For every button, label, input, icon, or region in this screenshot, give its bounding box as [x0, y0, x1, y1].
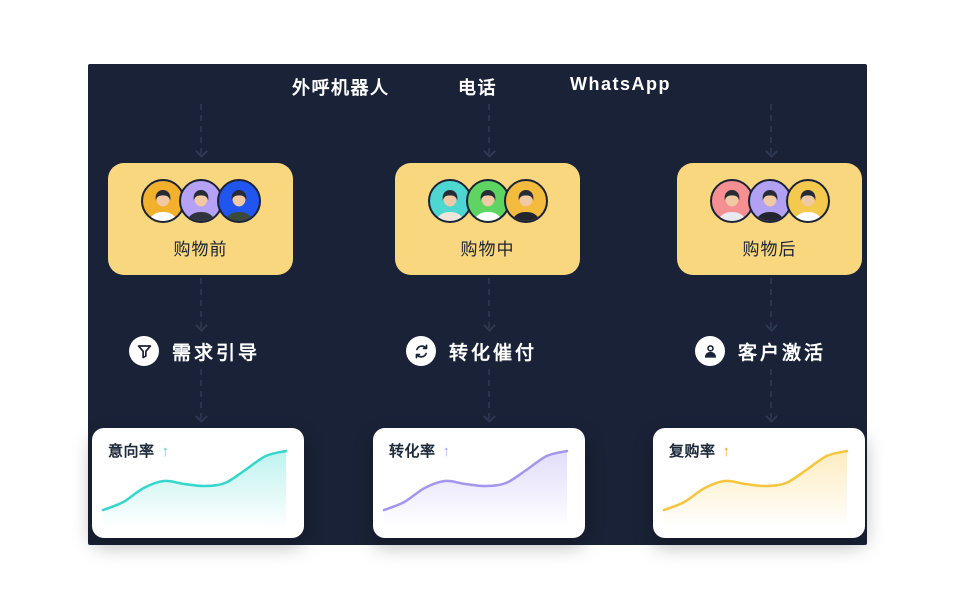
avatar	[709, 179, 754, 223]
feature-label: 客户激活	[738, 342, 827, 364]
funnel-icon	[129, 336, 159, 366]
flow-connector	[200, 369, 202, 419]
metric-title: 意向率 ↑	[108, 440, 169, 461]
feature-conversion-payment: 转化催付	[406, 336, 537, 366]
stage-card-after-shopping: 购物后	[677, 163, 862, 275]
feature-label: 需求引导	[172, 342, 261, 364]
avatar-group	[709, 179, 830, 223]
avatar	[216, 179, 261, 223]
feature-customer-activation: 客户激活	[695, 336, 826, 366]
metric-title: 复购率 ↑	[669, 440, 730, 461]
flow-connector	[488, 278, 490, 328]
feature-demand-guidance: 需求引导	[129, 336, 260, 366]
person-icon	[695, 336, 725, 366]
trend-up-arrow: ↑	[161, 443, 170, 460]
dark-panel: 外呼机器人 电话 WhatsApp 购物前 购物中 购物后	[88, 64, 867, 545]
flow-connector	[488, 369, 490, 419]
metric-card-intent-rate: 意向率 ↑	[92, 428, 304, 538]
flow-connector	[770, 104, 772, 154]
avatar	[785, 179, 830, 223]
metric-title: 转化率 ↑	[389, 440, 450, 461]
avatar	[503, 179, 548, 223]
metric-label: 转化率	[389, 443, 436, 460]
flow-connector	[770, 278, 772, 328]
stage-label: 购物中	[460, 240, 515, 259]
stage-card-before-shopping: 购物前	[108, 163, 293, 275]
channel-label-robot: 外呼机器人	[292, 78, 390, 98]
metric-card-conversion-rate: 转化率 ↑	[373, 428, 585, 538]
stage-card-during-shopping: 购物中	[395, 163, 580, 275]
avatar	[427, 179, 472, 223]
avatar	[465, 179, 510, 223]
metric-label: 意向率	[108, 443, 155, 460]
avatar	[747, 179, 792, 223]
avatar	[178, 179, 223, 223]
flow-connector	[770, 369, 772, 419]
metric-card-repurchase-rate: 复购率 ↑	[653, 428, 865, 538]
channel-label-phone: 电话	[458, 78, 497, 98]
sparkline-chart	[382, 449, 569, 524]
channel-label-whatsapp: WhatsApp	[570, 74, 671, 94]
avatar-group	[427, 179, 548, 223]
trend-up-arrow: ↑	[722, 443, 731, 460]
refresh-icon	[406, 336, 436, 366]
sparkline-chart	[662, 449, 849, 524]
avatar	[140, 179, 185, 223]
metric-label: 复购率	[669, 443, 716, 460]
flow-connector	[200, 104, 202, 154]
trend-up-arrow: ↑	[442, 443, 451, 460]
stage-label: 购物前	[173, 240, 228, 259]
sparkline-chart	[101, 449, 288, 524]
flow-connector	[200, 278, 202, 328]
avatar-group	[140, 179, 261, 223]
flow-connector	[488, 104, 490, 154]
feature-label: 转化催付	[449, 342, 538, 364]
stage-label: 购物后	[742, 240, 797, 259]
